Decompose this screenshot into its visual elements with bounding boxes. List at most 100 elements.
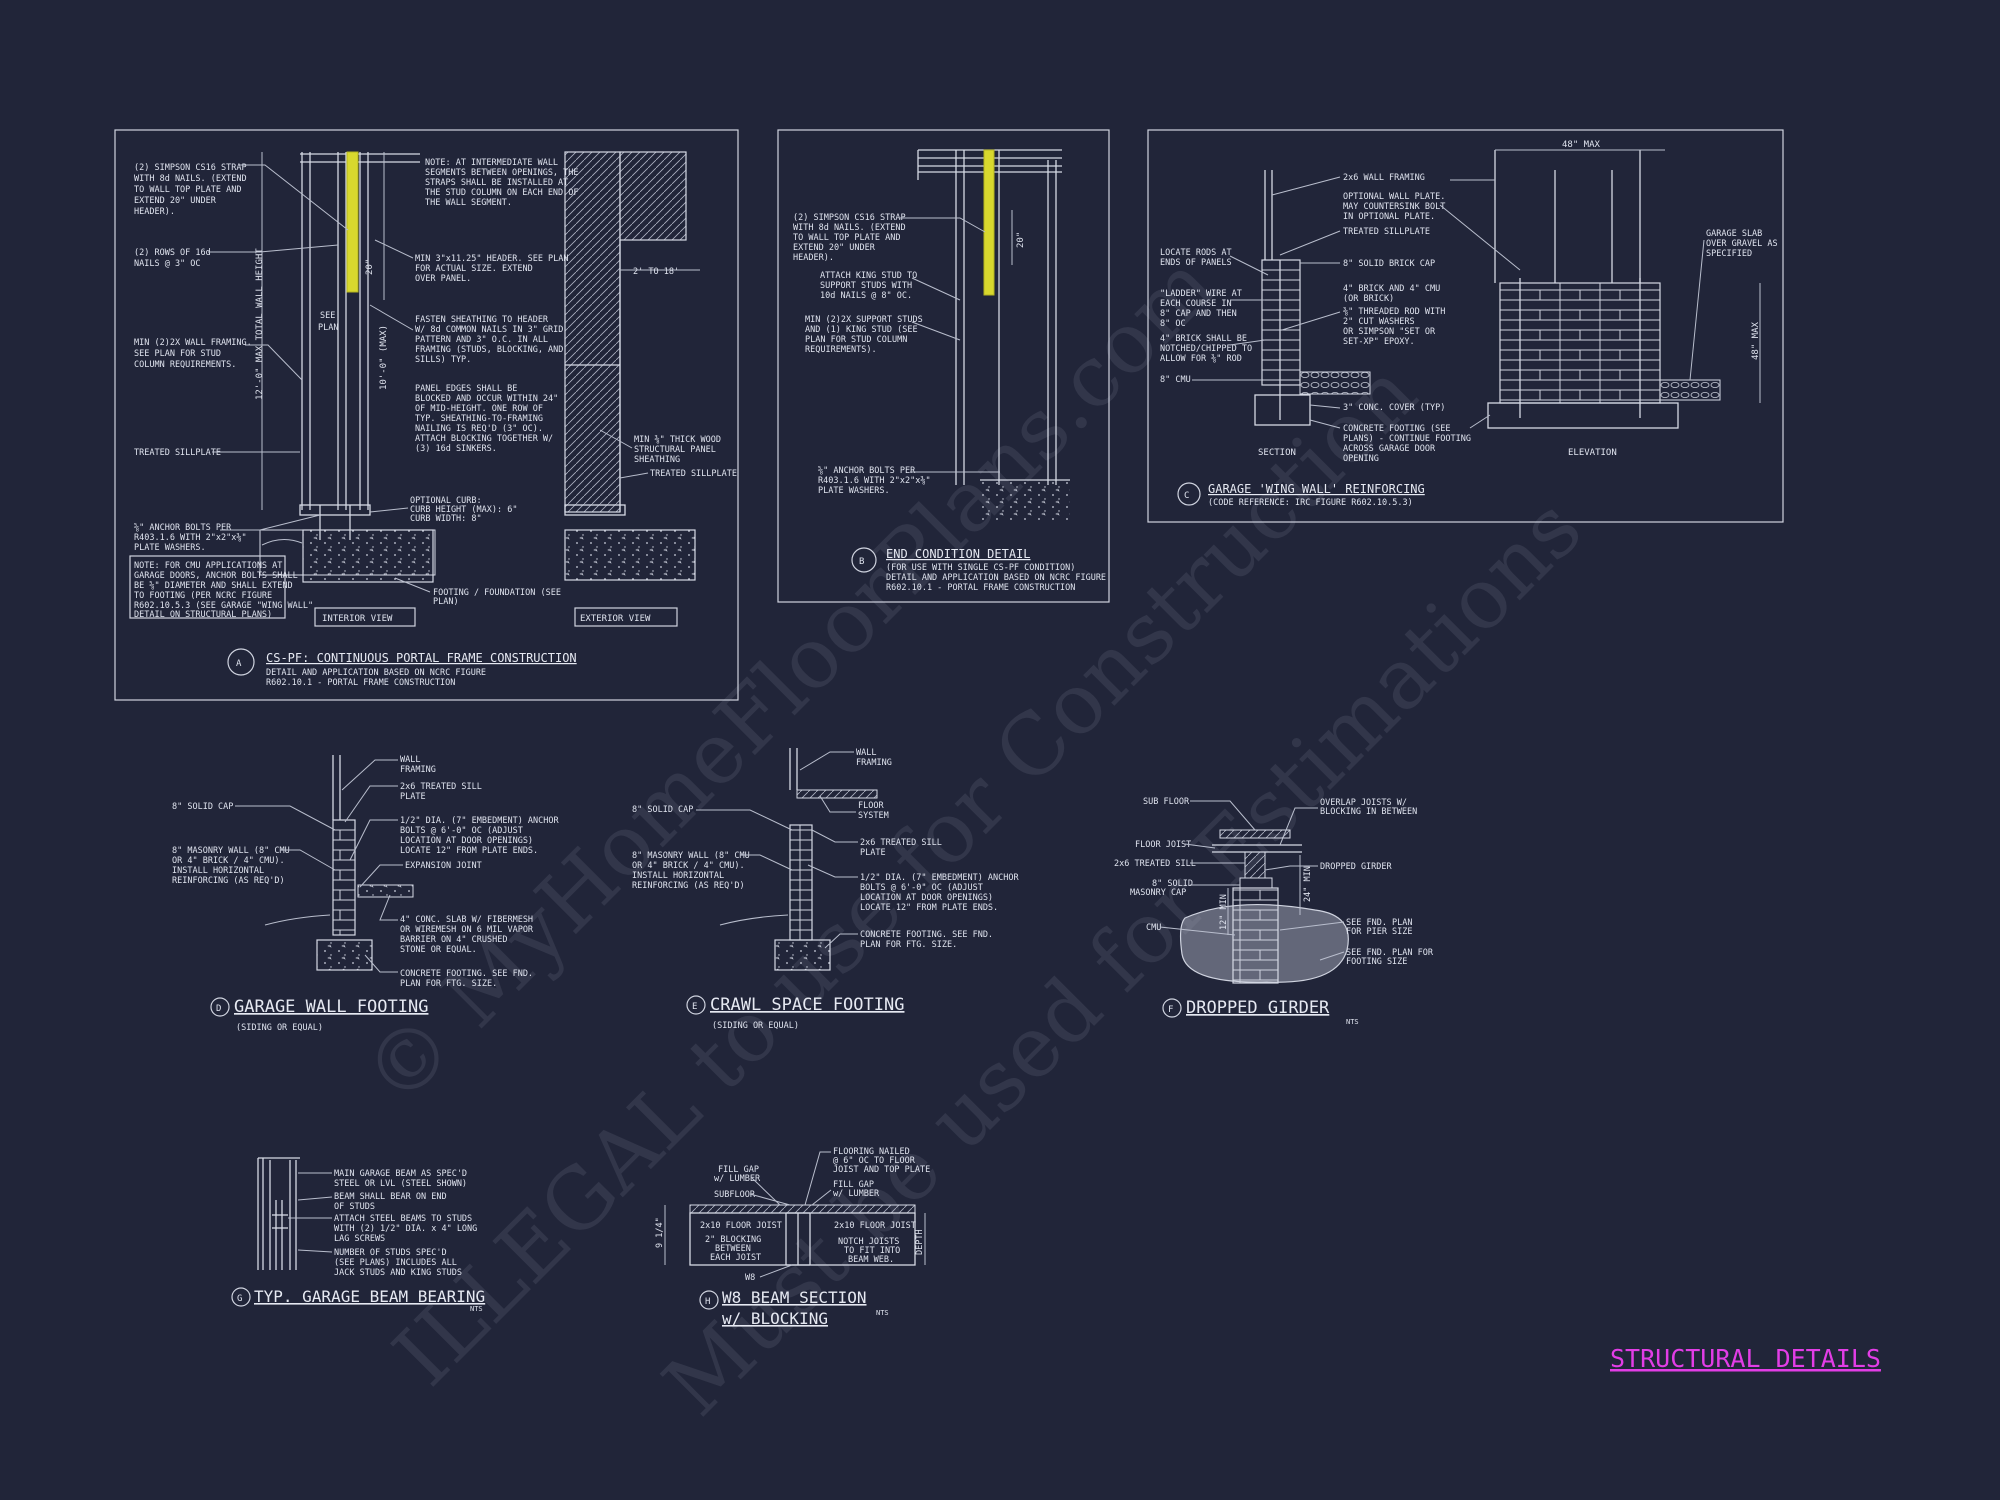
detail-a-mid-13: PANEL EDGES SHALL BE	[415, 384, 517, 394]
detail-c-mid-12: 3" CONC. COVER (TYP)	[1343, 403, 1445, 413]
detail-h-note-12: EACH JOIST	[710, 1253, 761, 1263]
detail-b-subtitle3: R602.10.1 - PORTAL FRAME CONSTRUCTION	[886, 583, 1075, 593]
detail-h-note-5: SUBFLOOR	[714, 1190, 756, 1200]
detail-a-mid-24: PLAN)	[433, 597, 459, 607]
detail-a-box-5: DETAIL ON STRUCTURAL PLANS)	[134, 610, 272, 620]
detail-a-subtitle2: R602.10.1 - PORTAL FRAME CONSTRUCTION	[266, 678, 455, 688]
detail-c-left-7: NOTCHED/CHIPPED TO	[1160, 344, 1252, 354]
detail-a-title: CS-PF: CONTINUOUS PORTAL FRAME CONSTRUCT…	[266, 651, 577, 665]
detail-a-note-2: TO WALL TOP PLATE AND	[134, 185, 241, 195]
detail-b-title: END CONDITION DETAIL	[886, 547, 1031, 561]
detail-a-note-6: NAILS @ 3" OC	[134, 259, 201, 269]
detail-a-dim-max: 10'-0" (MAX)	[379, 325, 389, 390]
detail-a-interior-drawing: 12'-0" MAX TOTAL WALL HEIGHT 10'-0" (MAX…	[255, 151, 436, 583]
detail-d-letter: D	[216, 1004, 221, 1014]
detail-d-notes: WALL FRAMING 2x6 TREATED SILL PLATE 8" S…	[172, 755, 560, 989]
detail-b-note-2: TO WALL TOP PLATE AND	[793, 233, 900, 243]
detail-a-plan: PLAN	[318, 323, 338, 333]
detail-a: 12'-0" MAX TOTAL WALL HEIGHT 10'-0" (MAX…	[114, 129, 739, 701]
detail-g-bubble	[231, 1287, 251, 1307]
detail-a-note-4: HEADER).	[134, 207, 175, 217]
detail-h-note-6: FILL GAP	[833, 1180, 874, 1190]
detail-a-right-note-0: 2' TO 18'	[633, 267, 679, 277]
detail-b-note-14: PLATE WASHERS.	[818, 486, 890, 496]
detail-a-note-0: (2) SIMPSON CS16 STRAP	[134, 163, 247, 173]
detail-c: SECTION 48" MAX 48" MAX ELEVATION LOCATE…	[1147, 129, 1784, 523]
detail-a-mid-12: SILLS) TYP.	[415, 355, 471, 365]
detail-g-note-1: STEEL OR LVL (STEEL SHOWN)	[334, 1179, 467, 1189]
detail-f-note-11: SEE FND. PLAN FOR	[1346, 948, 1434, 958]
detail-a-exterior-view: EXTERIOR VIEW	[580, 614, 651, 624]
detail-c-right-0: GARAGE SLAB	[1706, 229, 1762, 239]
detail-g-note-0: MAIN GARAGE BEAM AS SPEC'D	[334, 1169, 467, 1179]
detail-b-subtitle2: DETAIL AND APPLICATION BASED ON NCRC FIG…	[886, 573, 1106, 583]
detail-a-box-2: BE ⅝" DIAMETER AND SHALL EXTEND	[134, 581, 293, 591]
detail-f-note-5: DROPPED GIRDER	[1320, 862, 1393, 872]
detail-g-letter: G	[237, 1294, 242, 1304]
detail-g-notes: MAIN GARAGE BEAM AS SPEC'D STEEL OR LVL …	[288, 1169, 477, 1278]
detail-f-note-4: 2x6 TREATED SILL	[1114, 859, 1196, 869]
detail-a-note-11: ⅝" ANCHOR BOLTS PER	[134, 523, 232, 533]
detail-d-note-19: PLAN FOR FTG. SIZE.	[400, 979, 497, 989]
detail-d-note-9: 8" MASONRY WALL (8" CMU	[172, 846, 290, 856]
sheet-title: STRUCTURAL DETAILS	[1610, 1344, 1881, 1373]
detail-a-subtitle1: DETAIL AND APPLICATION BASED ON NCRC FIG…	[266, 668, 486, 678]
detail-a-right-note-3: SHEATHING	[634, 455, 680, 465]
detail-e-note-16: PLAN FOR FTG. SIZE.	[860, 940, 957, 950]
detail-a-mid-16: TYP. SHEATHING-TO-FRAMING	[415, 414, 543, 424]
detail-c-left-notes: LOCATE RODS AT ENDS OF PANELS "LADDER" W…	[1160, 248, 1269, 385]
detail-d-subtitle: (SIDING OR EQUAL)	[236, 1023, 323, 1033]
detail-a-mid-2: STRAPS SHALL BE INSTALLED AT	[425, 178, 568, 188]
detail-h-note-4: w/ LUMBER	[714, 1174, 761, 1184]
detail-e-note-11: 1/2" DIA. (7" EMBEDMENT) ANCHOR	[860, 873, 1020, 883]
detail-c-mid-2: MAY COUNTERSINK BOLT	[1343, 202, 1445, 212]
detail-c-mid-9: 2" CUT WASHERS	[1343, 317, 1415, 327]
detail-h-title1: W8 BEAM SECTION	[722, 1288, 867, 1307]
detail-a-exterior-drawing: 2' TO 18' MIN ⅜" THICK WOOD STRUCTURAL P…	[564, 151, 737, 581]
detail-c-mid-4: TREATED SILLPLATE	[1343, 227, 1430, 237]
detail-c-left-3: EACH COURSE IN	[1160, 299, 1232, 309]
detail-d-note-15: OR WIREMESH ON 6 MIL VAPOR	[400, 925, 534, 935]
detail-a-box-1: GARAGE DOORS, ANCHOR BOLTS SHALL	[134, 571, 298, 581]
detail-a-bubble	[227, 648, 255, 676]
detail-a-see: SEE	[320, 311, 335, 321]
detail-a-note-9: COLUMN REQUIREMENTS.	[134, 360, 236, 370]
detail-h-note-0: FLOORING NAILED	[833, 1147, 910, 1157]
detail-b-dim: 20"	[1016, 232, 1026, 248]
detail-d-note-14: 4" CONC. SLAB W/ FIBERMESH	[400, 915, 533, 925]
detail-b-note-10: PLAN FOR STUD COLUMN	[805, 335, 907, 345]
detail-e-note-14: LOCATE 12" FROM PLATE ENDS.	[860, 903, 998, 913]
detail-d-note-12: REINFORCING (AS REQ'D)	[172, 876, 285, 886]
detail-e-note-5: 8" MASONRY WALL (8" CMU	[632, 851, 750, 861]
detail-b-note-6: SUPPORT STUDS WITH	[820, 281, 912, 291]
detail-f-note-8: CMU	[1146, 923, 1161, 933]
detail-d-note-17: STONE OR EQUAL.	[400, 945, 477, 955]
detail-a-mid-10: PATTERN AND 3" O.C. IN ALL	[415, 335, 548, 345]
detail-a-right-note-4: TREATED SILLPLATE	[650, 469, 737, 479]
detail-f-note-1: OVERLAP JOISTS W/	[1320, 798, 1407, 808]
detail-a-mid-11: FRAMING (STUDS, BLOCKING, AND	[415, 345, 563, 355]
detail-c-right-1: OVER GRAVEL AS	[1706, 239, 1778, 249]
detail-f-note-10: FOR PIER SIZE	[1346, 927, 1413, 937]
detail-d: WALL FRAMING 2x6 TREATED SILL PLATE 8" S…	[172, 755, 560, 1033]
detail-h-note-9: 2x10 FLOOR JOIST	[834, 1221, 916, 1231]
detail-f-note-14: 12" MIN	[1219, 894, 1229, 930]
detail-h-letter: H	[705, 1297, 710, 1307]
detail-b-strap	[983, 149, 995, 296]
detail-b-note-1: WITH 8d NAILS. (EXTEND	[793, 223, 906, 233]
detail-c-mid-10: OR SIMPSON "SET OR	[1343, 327, 1436, 337]
detail-a-note-8: SEE PLAN FOR STUD	[134, 349, 221, 359]
detail-f-title: DROPPED GIRDER	[1186, 998, 1330, 1018]
detail-b-note-8: MIN (2)2X SUPPORT STUDS	[805, 315, 923, 325]
detail-c-mid-5: 8" SOLID BRICK CAP	[1343, 259, 1435, 269]
detail-a-mid-3: THE STUD COLUMN ON EACH END OF	[425, 188, 579, 198]
detail-c-mid-15: ACROSS GARAGE DOOR	[1343, 444, 1436, 454]
detail-b-subtitle1: (FOR USE WITH SINGLE CS-PF CONDITION)	[886, 563, 1075, 573]
detail-e-note-4: SYSTEM	[858, 811, 889, 821]
detail-a-mid-6: FOR ACTUAL SIZE. EXTEND	[415, 264, 533, 274]
detail-b-note-5: ATTACH KING STUD TO	[820, 271, 917, 281]
detail-e-note-6: OR 4" BRICK / 4" CMU).	[632, 861, 745, 871]
detail-a-mid-21: CURB HEIGHT (MAX): 6"	[410, 505, 517, 515]
detail-e-bubble	[686, 995, 706, 1015]
